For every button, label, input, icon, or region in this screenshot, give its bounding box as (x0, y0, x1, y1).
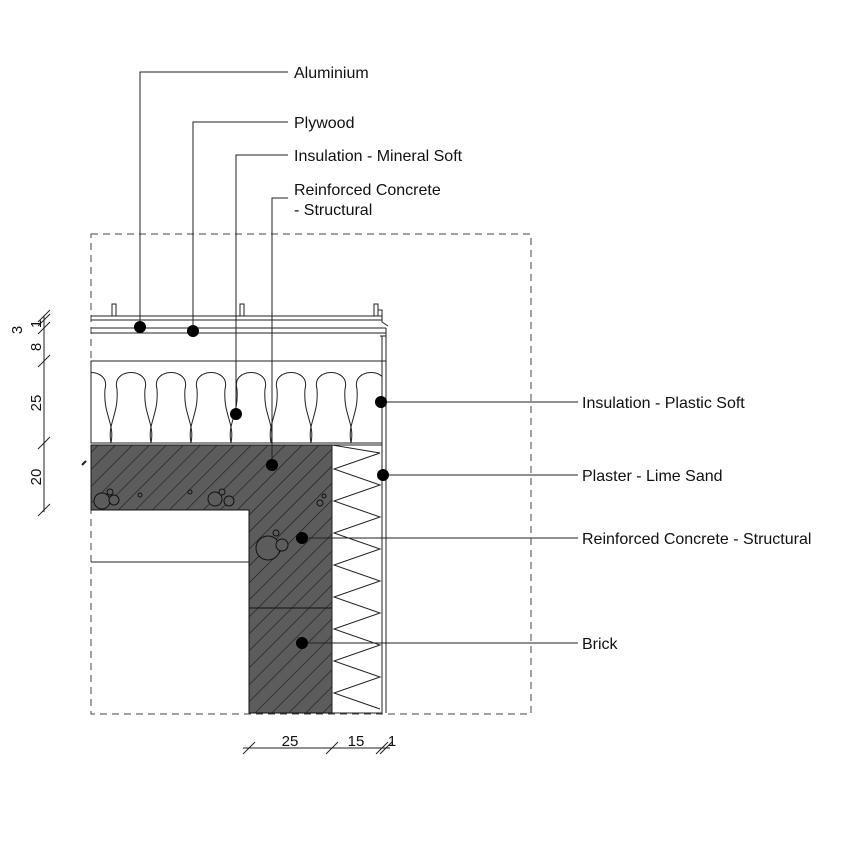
dim-v-25: 25 (28, 395, 45, 412)
dim-h-1: 1 (388, 733, 396, 750)
leader-lines (139, 71, 578, 644)
insulation-plastic-soft (331, 444, 383, 714)
dim-h-15: 15 (348, 733, 365, 750)
plaster-layer (381, 336, 387, 713)
insulation-loop (189, 372, 233, 443)
insulation-loop (91, 372, 113, 443)
material-labels: Aluminium Plywood Insulation - Mineral S… (294, 65, 811, 653)
insulation-loop (109, 372, 153, 443)
label-concrete-top-1: Reinforced Concrete (294, 182, 441, 199)
dim-v-8: 8 (28, 343, 45, 351)
label-plaster: Plaster - Lime Sand (582, 468, 723, 485)
dim-v-1: 1 (28, 320, 45, 328)
insulation-zigzag (332, 445, 382, 710)
insulation-loop (349, 372, 382, 443)
label-brick: Brick (582, 636, 619, 653)
label-aluminium: Aluminium (294, 65, 369, 82)
label-plywood: Plywood (294, 115, 354, 132)
dim-v-20: 20 (28, 469, 45, 486)
concrete-aggregate (93, 488, 327, 561)
insulation-loop (269, 372, 313, 443)
vertical-dimension-chain: 1 3 8 25 20 (9, 309, 51, 517)
dim-v-3: 3 (9, 326, 26, 334)
dim-h-25: 25 (282, 733, 299, 750)
insulation-loop (390, 373, 432, 444)
insulation-loop (149, 372, 193, 443)
horizontal-dimension-chain: 25 15 1 (242, 733, 396, 755)
label-insulation-plastic: Insulation - Plastic Soft (582, 395, 745, 412)
label-insulation-mineral: Insulation - Mineral Soft (294, 148, 463, 165)
label-concrete-right: Reinforced Concrete - Structural (582, 531, 811, 548)
label-concrete-top-2: - Structural (294, 202, 372, 219)
interior-lines (81, 460, 249, 563)
leader-dots (134, 321, 389, 649)
roof-cladding-layers (91, 303, 389, 362)
insulation-loop (309, 372, 353, 443)
